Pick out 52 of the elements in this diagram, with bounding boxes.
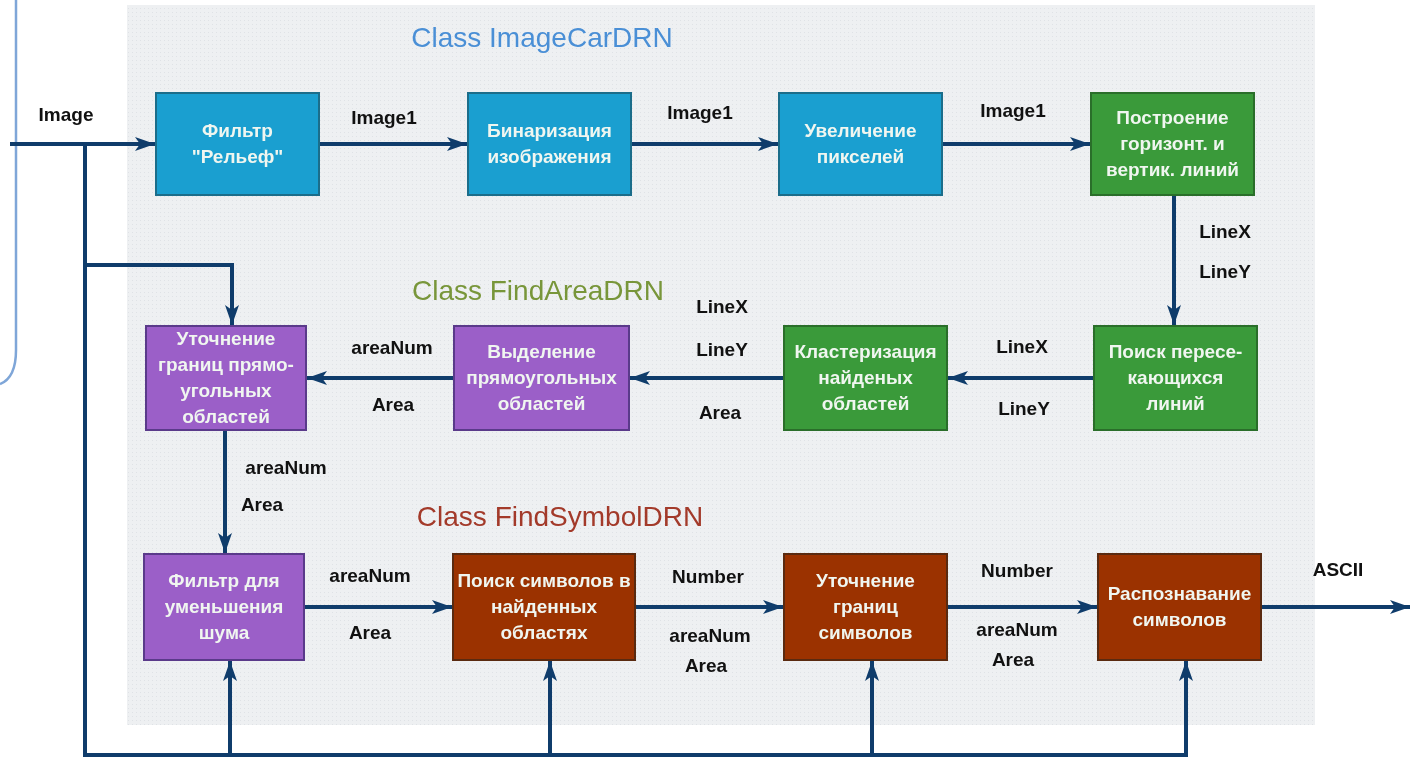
class-title: Class ImageCarDRN (411, 22, 673, 54)
process-box: Распознавание символов (1097, 553, 1262, 661)
data-label: areaNum (669, 625, 751, 647)
arrow (948, 600, 1097, 614)
data-label: LineY (696, 339, 748, 361)
edge-label: Image (38, 104, 94, 126)
process-box: Фильтр для уменьшения шума (143, 553, 305, 661)
data-label: LineY (1199, 261, 1251, 283)
data-label: areaNum (329, 565, 411, 587)
edge-label: Image1 (980, 100, 1046, 122)
edge-label: Image1 (667, 102, 733, 124)
arrow (320, 137, 467, 151)
class-title: Class FindSymbolDRN (416, 501, 704, 533)
process-box: Поиск пересе- кающихся линий (1093, 325, 1258, 431)
arrow (1262, 600, 1410, 614)
process-box: Бинаризация изображения (467, 92, 632, 196)
data-label: Area (348, 622, 392, 644)
data-label: areaNum (976, 619, 1058, 641)
process-box: Поиск символов в найденных областях (452, 553, 636, 661)
data-label: LineY (998, 398, 1050, 420)
process-box: Выделение прямоугольных областей (453, 325, 630, 431)
process-box: Построение горизонт. и вертик. линий (1090, 92, 1255, 196)
arrow (218, 431, 232, 553)
class-title: Class FindAreaDRN (411, 275, 665, 307)
data-label: Area (240, 494, 284, 516)
data-label: Area (684, 655, 728, 677)
edge-label: Image1 (351, 107, 417, 129)
process-box: Кластеризация найденых областей (783, 325, 948, 431)
data-label: Number (672, 566, 744, 588)
edge-label: ASCII (1312, 559, 1364, 581)
data-label: LineX (696, 296, 748, 318)
process-box: Уточнение границ символов (783, 553, 948, 661)
process-box: Увеличение пикселей (778, 92, 943, 196)
data-label: areaNum (351, 337, 433, 359)
arrow (307, 371, 453, 385)
arrow (632, 137, 778, 151)
arrow (305, 600, 452, 614)
process-box: Уточнение границ прямо- угольных областей (145, 325, 307, 431)
data-label: Area (698, 402, 742, 424)
arrow (10, 137, 155, 151)
data-label: LineX (996, 336, 1048, 358)
arrow (1167, 196, 1181, 325)
data-label: areaNum (245, 457, 327, 479)
data-label: Area (991, 649, 1035, 671)
data-label: Area (371, 394, 415, 416)
arrow (630, 371, 783, 385)
arrow (948, 371, 1093, 385)
arrow (636, 600, 783, 614)
data-label: Number (981, 560, 1053, 582)
arrow (943, 137, 1090, 151)
process-box: Фильтр "Рельеф" (155, 92, 320, 196)
data-label: LineX (1199, 221, 1251, 243)
